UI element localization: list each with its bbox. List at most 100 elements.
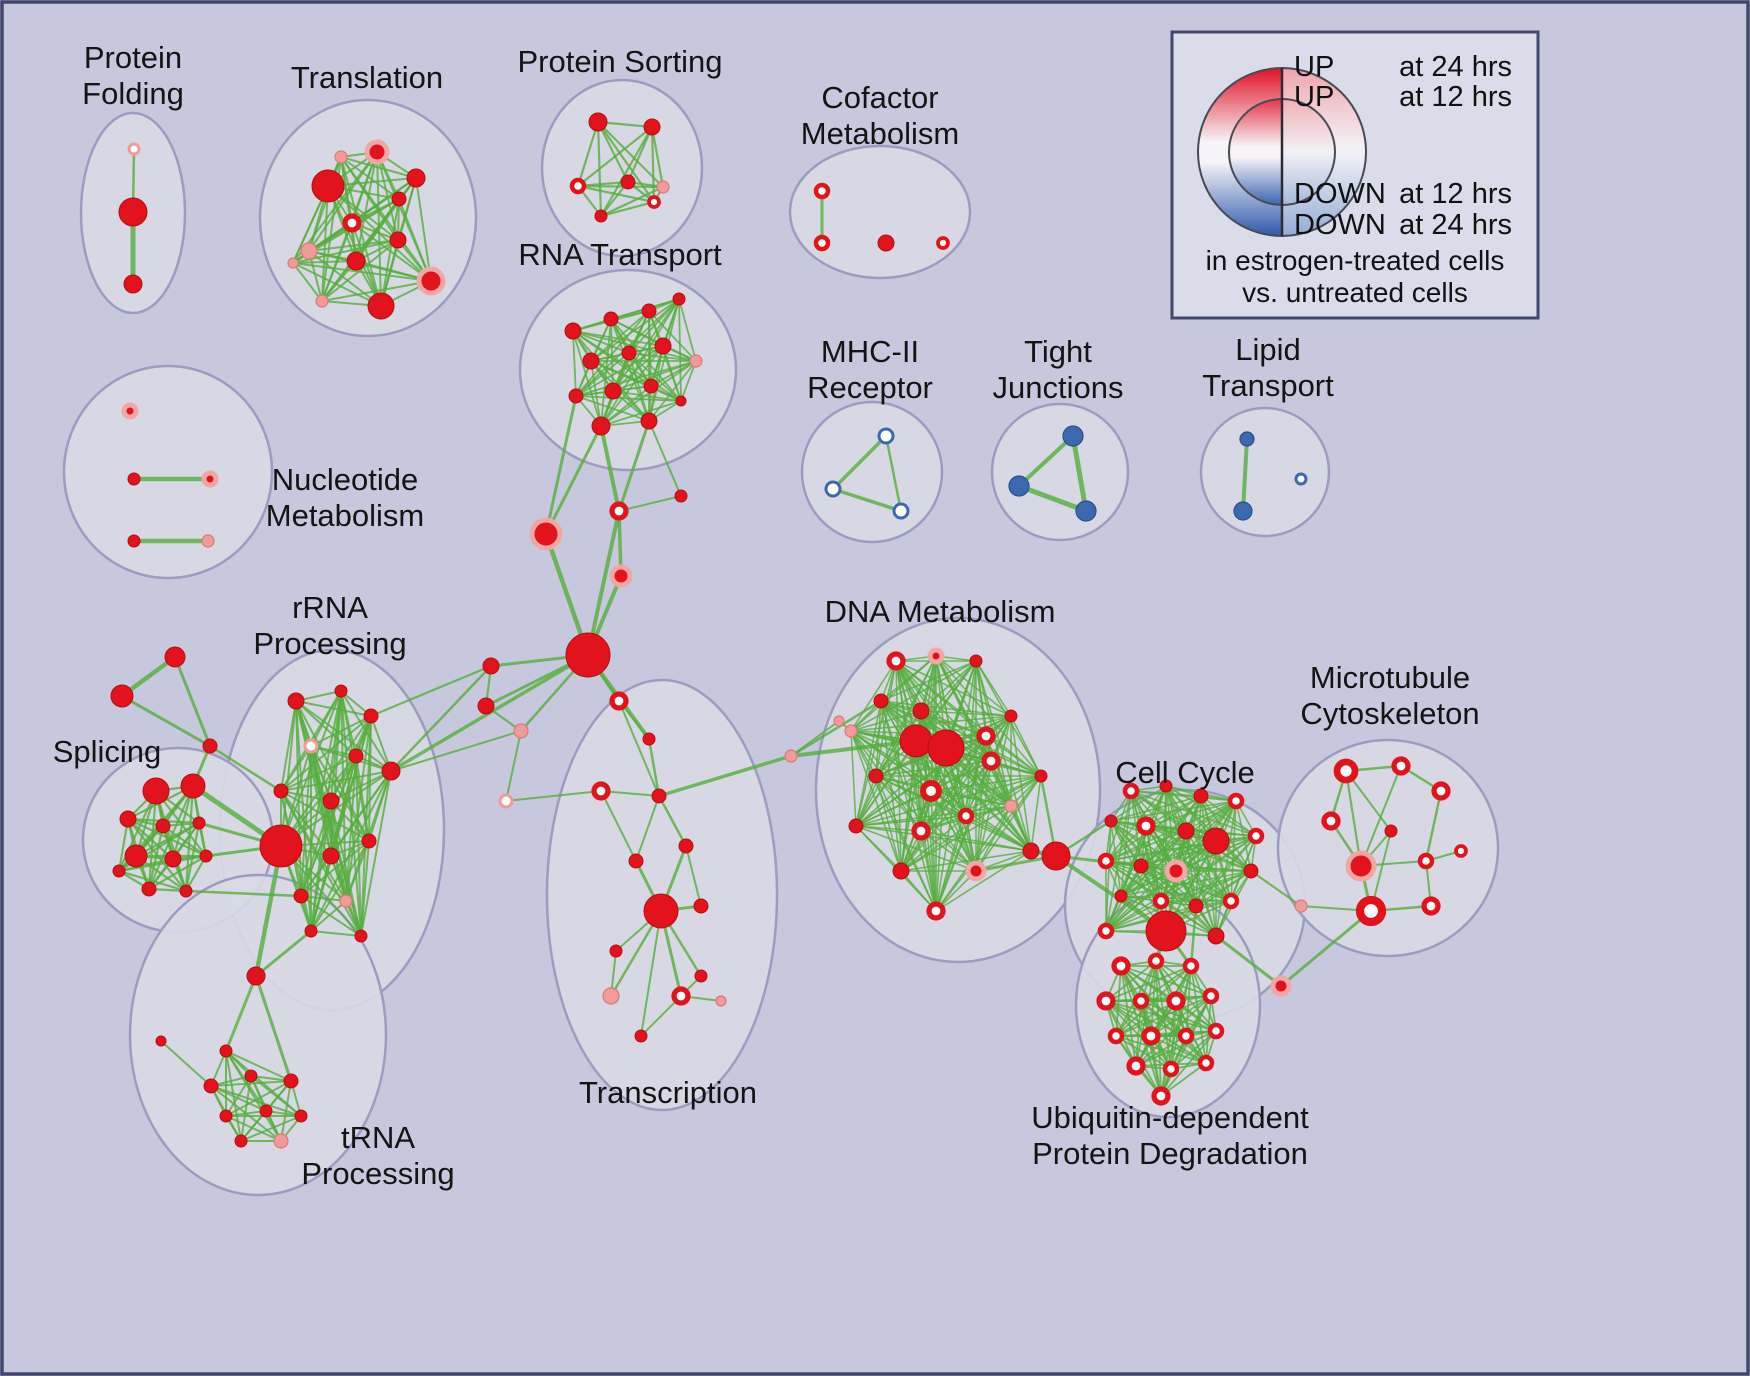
network-node: [1333, 758, 1359, 784]
network-node: [416, 266, 446, 296]
network-edge: [300, 895, 347, 902]
network-edge: [618, 700, 660, 797]
network-edge: [1010, 775, 1042, 807]
network-edge: [920, 830, 977, 872]
network-edge: [640, 910, 662, 1037]
network-edge: [789, 699, 883, 758]
network-edge: [340, 156, 432, 282]
network-edge: [648, 420, 682, 497]
network-edge: [599, 424, 621, 513]
network-edge: [1140, 1000, 1217, 1032]
network-node: [1111, 956, 1131, 976]
network-edge: [855, 825, 977, 872]
network-edge: [985, 735, 1042, 777]
network-edge: [975, 775, 1042, 872]
network-edge: [575, 395, 682, 402]
cluster-label-rna-transport: RNA Transport: [518, 237, 722, 272]
network-node: [1454, 844, 1468, 858]
network-node: [833, 715, 845, 727]
network-edge: [310, 840, 370, 932]
network-edge: [120, 694, 212, 748]
network-node: [364, 139, 390, 165]
network-node: [112, 864, 126, 878]
network-edge: [1145, 800, 1237, 827]
network-node: [899, 724, 933, 758]
network-edge: [575, 310, 650, 397]
network-node: [1145, 910, 1187, 952]
network-edge: [340, 156, 357, 262]
network-node: [354, 929, 368, 943]
network-node: [513, 723, 529, 739]
network-node: [406, 168, 426, 188]
network-edge: [1030, 775, 1042, 852]
network-node: [965, 860, 987, 882]
network-node: [569, 177, 587, 195]
cluster-ellipse-cofactor-metabolism: [788, 144, 972, 280]
edge-layer: [117, 120, 1462, 1142]
network-edge: [617, 419, 651, 513]
network-node: [1270, 975, 1292, 997]
network-node: [199, 849, 213, 863]
network-edge: [586, 509, 621, 657]
network-node: [1152, 892, 1170, 910]
network-node: [1177, 822, 1195, 840]
network-node: [1247, 827, 1265, 845]
network-edge: [884, 434, 903, 513]
network-node: [564, 322, 582, 340]
network-node: [1004, 799, 1018, 813]
network-edge: [225, 1075, 252, 1117]
network-node: [348, 748, 364, 764]
network-node: [634, 1029, 648, 1043]
network-edge: [1105, 835, 1257, 862]
network-node: [784, 749, 798, 763]
network-node: [642, 732, 656, 746]
network-edge: [1150, 1035, 1207, 1064]
network-edge: [1360, 765, 1402, 867]
cluster-ellipse-lipid-transport: [1199, 406, 1331, 538]
network-node: [1345, 850, 1377, 882]
network-edge: [930, 790, 1032, 852]
network-edge: [600, 385, 652, 427]
network-edge: [576, 184, 656, 204]
network-node: [1294, 899, 1308, 913]
network-node: [1417, 852, 1435, 870]
network-node: [621, 345, 637, 361]
network-edge: [1160, 870, 1252, 902]
network-edge: [310, 855, 332, 932]
network-node: [591, 416, 611, 436]
network-edge: [575, 395, 650, 422]
legend-row-time-1: at 12 hrs: [1399, 81, 1512, 113]
network-node: [219, 1044, 233, 1058]
legend-row-direction-0: UP: [1294, 51, 1334, 83]
network-edge: [280, 700, 297, 847]
network-edge: [360, 840, 370, 937]
network-node: [334, 150, 348, 164]
network-node: [1008, 475, 1030, 497]
network-edge: [208, 744, 283, 793]
cluster-ellipse-tight-junctions: [990, 402, 1130, 542]
network-edge: [1105, 900, 1162, 932]
network-node: [363, 708, 379, 724]
network-node: [813, 234, 831, 252]
network-edge: [576, 125, 654, 188]
network-edge: [1120, 965, 1162, 1097]
network-node: [322, 792, 340, 810]
network-edge: [935, 747, 947, 912]
network-edge: [875, 700, 882, 777]
network-edge: [160, 1040, 212, 1087]
network-node: [643, 378, 659, 394]
network-edge: [935, 735, 987, 912]
network-edge: [599, 200, 656, 218]
network-edge: [1120, 895, 1232, 902]
network-edge: [1160, 995, 1212, 1097]
network-edge: [1115, 1035, 1207, 1064]
cluster-label-transcription: Transcription: [579, 1075, 757, 1110]
network-node: [391, 191, 407, 207]
network-edge: [850, 710, 922, 732]
network-edge: [369, 664, 493, 718]
network-edge: [900, 850, 1032, 872]
network-edge: [1140, 965, 1192, 1002]
